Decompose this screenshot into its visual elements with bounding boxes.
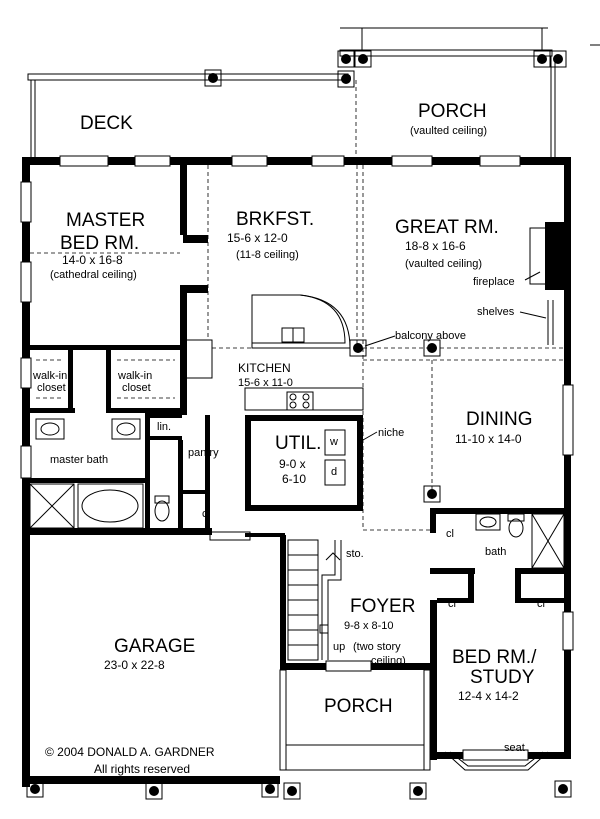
room-labels: DECK PORCH (vaulted ceiling) MASTER BED … [50, 101, 537, 717]
master-label-2: BED RM. [60, 233, 139, 254]
master-label-1: MASTER [66, 210, 145, 231]
foyer-size: 9-8 x 8-10 [344, 620, 394, 632]
foyer-note-1: (two story [353, 641, 401, 653]
porch-railing [339, 27, 600, 158]
walkin-closet-2-b: closet [122, 382, 151, 394]
stairs [287, 539, 342, 661]
bath-closet-label: cl [446, 528, 454, 540]
copyright-line-1: © 2004 DONALD A. GARDNER [45, 745, 215, 759]
brkfst-note: (11-8 ceiling) [236, 249, 299, 261]
foyer-closet-label: cl [448, 598, 456, 610]
fireplace-label: fireplace [473, 276, 515, 288]
master-size: 14-0 x 16-8 [62, 253, 123, 267]
front-porch [279, 669, 431, 771]
front-posts [26, 780, 572, 800]
util-size-2: 6-10 [282, 472, 306, 486]
bedroom-label-2: STUDY [470, 667, 535, 688]
garage-size: 23-0 x 22-8 [104, 658, 165, 672]
foyer-label: FOYER [350, 596, 415, 617]
kitchen-size: 15-6 x 11-0 [238, 377, 293, 389]
garage-label: GARAGE [114, 636, 195, 657]
kitchen-label: KITCHEN [238, 361, 291, 375]
washer-label: w [329, 436, 338, 448]
stairs-up-label: up [333, 641, 345, 653]
shelves-label: shelves [477, 306, 515, 318]
great-room-size: 18-8 x 16-6 [405, 239, 466, 253]
great-room-note: (vaulted ceiling) [405, 258, 482, 270]
bay-window [444, 751, 549, 771]
copyright-line-2: All rights reserved [94, 762, 190, 776]
interior-columns [343, 74, 441, 503]
interior-walls [22, 165, 565, 603]
bedroom-closet-label: cl [537, 598, 545, 610]
deck-railing [27, 73, 349, 158]
bedroom-size: 12-4 x 14-2 [458, 689, 519, 703]
bath-label: bath [485, 546, 506, 558]
master-bath-label: master bath [50, 454, 108, 466]
pantry-closet-label: cl [202, 508, 210, 520]
ceiling-lines [30, 165, 565, 531]
util-size-1: 9-0 x [279, 457, 306, 471]
walkin-closet-1-a: walk-in [32, 370, 67, 382]
brkfst-label: BRKFST. [236, 209, 314, 230]
bath-fixtures [29, 300, 565, 569]
pantry-label: pantry [188, 447, 219, 459]
walkin-closet-2-a: walk-in [117, 370, 152, 382]
windows [20, 155, 574, 761]
rear-porch-note: (vaulted ceiling) [410, 125, 487, 137]
foyer-note-2: ceiling) [371, 655, 406, 667]
deck-label: DECK [80, 113, 133, 134]
small-labels: walk-in closet walk-in closet lin. maste… [32, 271, 547, 754]
util-label: UTIL. [275, 433, 321, 454]
bedroom-label-1: BED RM./ [452, 647, 537, 668]
niche-label: niche [378, 427, 404, 439]
copyright: © 2004 DONALD A. GARDNER All rights rese… [45, 745, 215, 776]
brkfst-size: 15-6 x 12-0 [227, 231, 288, 245]
walkin-closet-1-b: closet [37, 382, 66, 394]
linen-label: lin. [157, 421, 171, 433]
seat-label: seat [504, 742, 525, 754]
master-note: (cathedral ceiling) [50, 269, 137, 281]
dining-size: 11-10 x 14-0 [455, 432, 522, 446]
balcony-label: balcony above [395, 330, 466, 342]
dryer-label: d [331, 466, 337, 478]
rear-porch-label: PORCH [418, 101, 487, 122]
great-room-label: GREAT RM. [395, 217, 499, 238]
dining-label: DINING [466, 409, 533, 430]
storage-label: sto. [346, 548, 364, 560]
front-porch-label: PORCH [324, 696, 393, 717]
